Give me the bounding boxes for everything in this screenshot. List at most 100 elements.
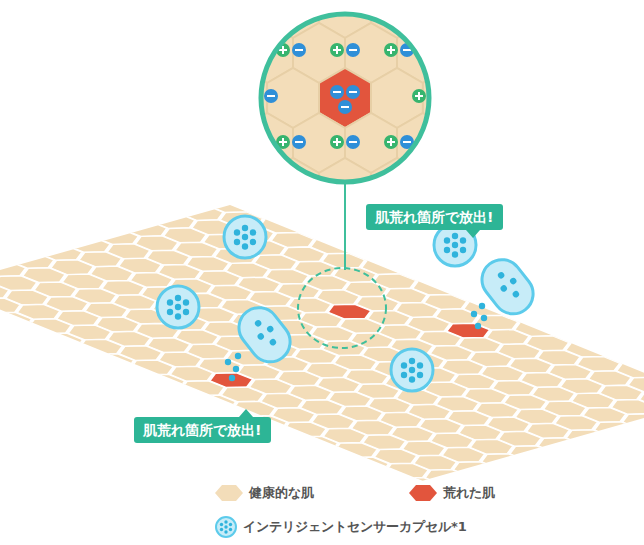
healthy-cell [31,330,91,351]
healthy-cell [54,358,114,379]
negative-charge [346,135,360,149]
open-capsule [225,300,298,382]
legend-text: 荒れた肌 [443,484,495,502]
healthy-cell [501,113,553,173]
healthy-cell [258,441,318,462]
legend-capsule-icon [214,515,238,539]
legend-swatch [214,482,244,504]
healthy-cell [0,244,23,265]
positive-charge [358,0,372,13]
legend-swatch [408,482,438,504]
healthy-cell [0,236,51,257]
healthy-cell [184,392,244,413]
healthy-cell [349,468,409,481]
healthy-cell [534,310,594,331]
healthy-cell [163,158,215,218]
healthy-cell [614,411,644,432]
callout-pointer [239,409,253,417]
legend-text: インテリジェントセンサーカプセル*1 [243,518,467,536]
healthy-cell [585,331,644,352]
healthy-cell [279,207,339,228]
healthy-cell [145,385,205,406]
negative-charge [238,43,252,57]
healthy-cell [163,68,215,128]
healthy-cell [230,449,290,470]
positive-charge [330,135,344,149]
healthy-cell [445,458,505,479]
capsule [224,216,266,258]
healthy-cell [586,419,644,440]
legend-item: 荒れた肌 [408,482,495,504]
zoom-leader [344,184,346,270]
negative-charge [292,135,306,149]
callout-tag: 肌荒れ箇所で放出! [134,417,271,443]
healthy-cell [475,68,527,128]
healthy-cell [381,248,441,269]
healthy-cell [19,228,79,249]
positive-charge [412,89,426,103]
healthy-cell [298,447,358,468]
healthy-cell [512,457,572,478]
healthy-cell [541,449,601,470]
negative-charge [454,43,468,57]
healthy-cell [449,113,501,173]
healthy-cell [597,433,644,454]
healthy-cell [320,476,380,481]
positive-charge [384,43,398,57]
healthy-cell [423,0,475,38]
healthy-cell [330,228,390,249]
healthy-cell [94,365,154,386]
healthy-cell [286,433,346,454]
healthy-cell [473,451,533,472]
healthy-cell [319,158,371,218]
open-capsule [471,252,541,330]
healthy-cell [475,0,527,38]
healthy-cell [82,351,142,372]
healthy-cell [269,455,329,476]
healthy-cell [0,346,35,367]
positive-charge [330,43,344,57]
positive-charge [438,43,452,57]
callout-text: 肌荒れ箇所で放出! [143,422,261,438]
callout-pointer [466,230,480,238]
healthy-cell [14,352,74,373]
negative-charge [238,135,252,149]
zoom-circle [261,14,429,182]
negative-charge [374,179,388,193]
healthy-cell [293,203,345,263]
healthy-cell [636,352,644,373]
callout-tag: 肌荒れ箇所で放出! [366,204,503,230]
legend-text: 健康的な肌 [249,484,314,502]
callout-text: 肌荒れ箇所で放出! [375,209,493,225]
healthy-cell [47,220,107,241]
healthy-cell [0,324,52,345]
healthy-cell [309,462,369,481]
healthy-cell [281,470,341,481]
healthy-cell [163,0,215,38]
healthy-cell [3,338,63,359]
healthy-cell [228,205,288,208]
negative-charge [292,43,306,57]
healthy-cell [105,379,165,400]
healthy-cell [133,371,193,392]
negative-charge [454,135,468,149]
healthy-cell [26,366,86,387]
healthy-cell [116,393,176,414]
healthy-cell [501,23,553,83]
legend-item: 健康的な肌 [214,482,314,504]
healthy-cell [76,212,136,233]
healthy-cell [65,373,125,394]
healthy-cell [104,205,164,225]
zoom-cells [163,0,553,263]
healthy-cell [501,443,561,464]
legend-item: インテリジェントセンサーカプセル*1 [214,515,467,539]
zoom-target-ring [298,268,386,348]
healthy-cell [0,303,1,324]
skin-cell-grid [0,205,644,481]
healthy-cell [388,474,448,480]
healthy-cell [625,425,644,446]
healthy-cell [501,203,553,263]
healthy-cell [77,387,137,408]
positive-charge [302,0,316,13]
positive-charge [384,135,398,149]
